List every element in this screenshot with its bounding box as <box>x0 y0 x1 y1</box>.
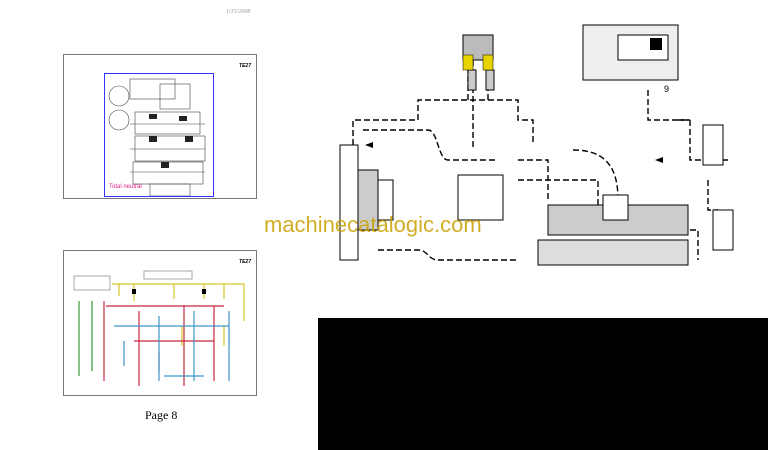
slide-thumbnail-hydraulic: TE27 <box>63 250 257 396</box>
callout-number: 9 <box>664 84 670 94</box>
hydraulic-schematic <box>73 270 245 386</box>
page-label: Page 8 <box>145 408 178 422</box>
transmission-drawing: Total neutral <box>104 73 214 197</box>
blank-black-area <box>318 318 768 450</box>
total-neutral-caption: Total neutral <box>109 184 142 190</box>
date-header: 1/15/2008 <box>226 9 251 15</box>
transmission-cross-section <box>108 78 206 197</box>
slide-tag: TE27 <box>239 259 251 265</box>
slide-thumbnail-transmission: TE27 Total neutral <box>63 54 257 199</box>
watermark: machinecatalogic.com <box>264 212 482 237</box>
hydraulic-circuit-diagram <box>339 24 734 266</box>
slide-tag: TE27 <box>239 63 251 69</box>
